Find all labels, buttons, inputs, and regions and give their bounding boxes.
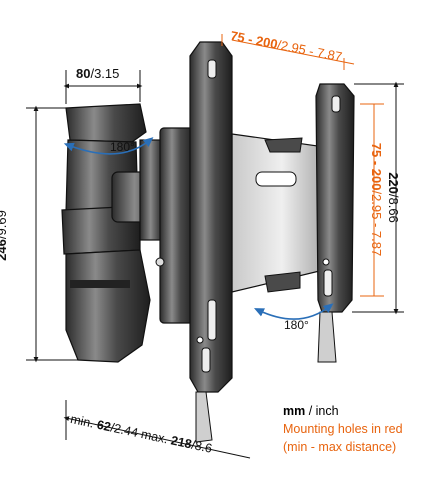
dim-holes-horizontal-lines bbox=[221, 34, 355, 70]
legend-range: (min - max distance) bbox=[283, 440, 397, 454]
rotation-left-label: 180° bbox=[110, 140, 135, 154]
legend-holes: Mounting holes in red bbox=[283, 422, 403, 436]
wall-bracket bbox=[61, 103, 151, 363]
dim-depth-lines bbox=[63, 400, 251, 459]
dim-left-height-lines bbox=[26, 105, 78, 363]
dim-left-height-label: 246/9.69 bbox=[0, 210, 9, 261]
legend-units: mm / inch bbox=[283, 404, 339, 418]
dim-top-width-lines bbox=[63, 70, 143, 104]
swivel-arm bbox=[111, 127, 195, 324]
rotation-right-label: 180° bbox=[284, 318, 309, 332]
tilt-plate bbox=[231, 133, 333, 293]
rotation-arrow-right bbox=[253, 303, 334, 320]
dim-holes-vertical-label: 75 - 200/2.95 - 7.87 bbox=[369, 142, 385, 257]
dim-top-width-label: 80/3.15 bbox=[76, 66, 120, 81]
tv-rail-right bbox=[315, 83, 355, 363]
dim-right-height-lines bbox=[352, 81, 404, 315]
tv-rail-left bbox=[189, 41, 233, 443]
dim-holes-vertical-lines bbox=[360, 103, 384, 297]
dim-right-height-label: 220/8.66 bbox=[385, 172, 401, 223]
rotation-arrow-left bbox=[63, 137, 154, 155]
